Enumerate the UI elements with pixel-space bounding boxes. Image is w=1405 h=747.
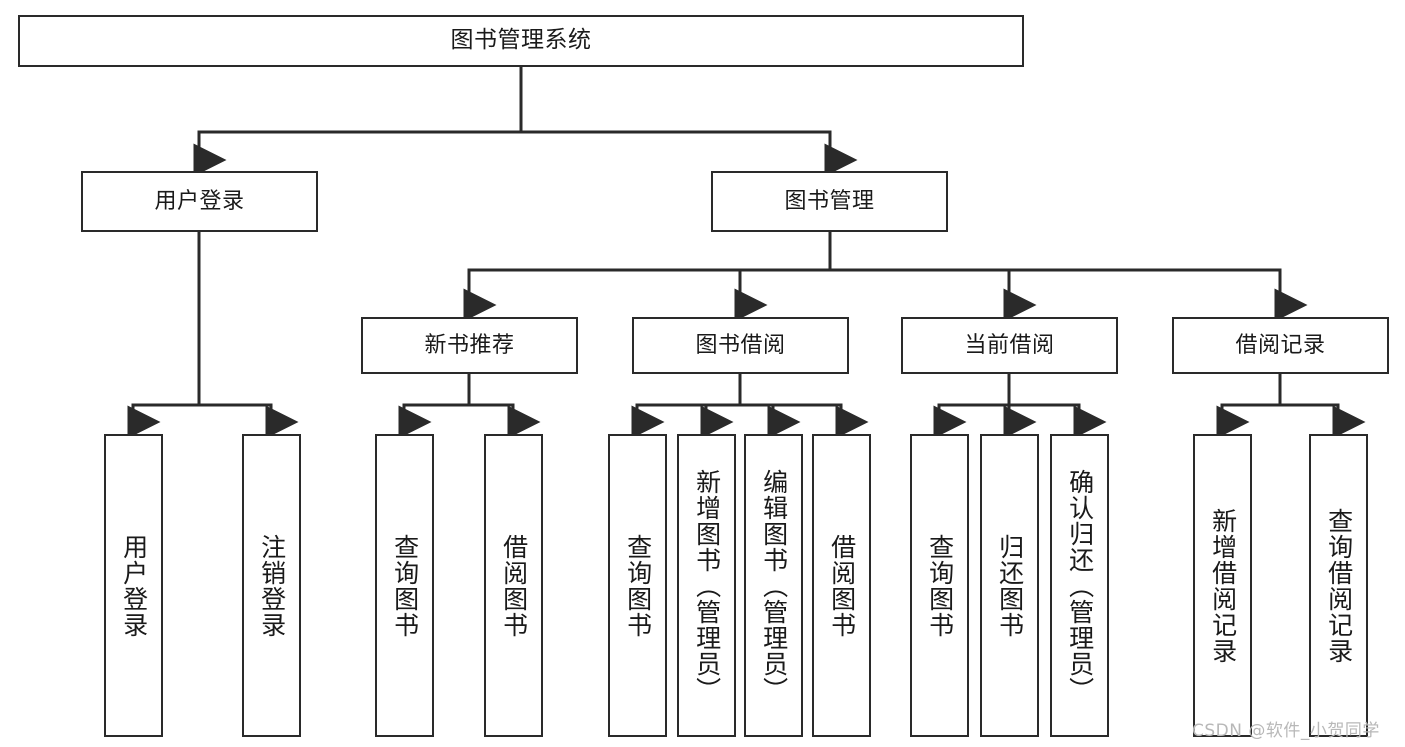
leaf-query-book-borrow[interactable]: 查询图书 [608, 434, 667, 737]
leaf-borrow-book-label: 借阅图书 [827, 533, 857, 638]
leaf-edit-book-admin-label: 编辑图书（管理员） [759, 468, 789, 703]
leaf-query-book-borrow-label: 查询图书 [623, 533, 653, 638]
node-user-login-label: 用户登录 [154, 188, 245, 214]
leaf-add-book-admin-label: 新增图书（管理员） [692, 468, 722, 703]
node-new-book-recommendation[interactable]: 新书推荐 [361, 317, 578, 374]
leaf-return-book[interactable]: 归还图书 [980, 434, 1039, 737]
node-current-borrow[interactable]: 当前借阅 [901, 317, 1118, 374]
leaf-borrow-book-rec-label: 借阅图书 [499, 533, 529, 638]
leaf-add-borrow-record-label: 新增借阅记录 [1208, 507, 1238, 664]
node-borrow-record-label: 借阅记录 [1235, 332, 1326, 358]
leaf-confirm-return-admin-label: 确认归还（管理员） [1065, 468, 1095, 703]
leaf-query-book-rec[interactable]: 查询图书 [375, 434, 434, 737]
leaf-borrow-book[interactable]: 借阅图书 [812, 434, 871, 737]
leaf-query-borrow-record-label: 查询借阅记录 [1324, 507, 1354, 664]
node-root-system[interactable]: 图书管理系统 [18, 15, 1024, 67]
leaf-logout[interactable]: 注销登录 [242, 434, 301, 737]
csdn-watermark: CSDN @软件_小贺同学 [1192, 721, 1380, 741]
leaf-query-book-current-label: 查询图书 [925, 533, 955, 638]
leaf-query-book-rec-label: 查询图书 [390, 533, 420, 638]
node-book-borrow-label: 图书借阅 [695, 332, 786, 358]
leaf-confirm-return-admin[interactable]: 确认归还（管理员） [1050, 434, 1109, 737]
leaf-user-login[interactable]: 用户登录 [104, 434, 163, 737]
node-book-management-label: 图书管理 [784, 188, 875, 214]
node-borrow-record[interactable]: 借阅记录 [1172, 317, 1389, 374]
node-book-borrow[interactable]: 图书借阅 [632, 317, 849, 374]
leaf-return-book-label: 归还图书 [995, 533, 1025, 638]
node-root-label: 图书管理系统 [450, 27, 592, 54]
node-user-login[interactable]: 用户登录 [81, 171, 318, 232]
node-current-borrow-label: 当前借阅 [964, 332, 1055, 358]
leaf-query-book-current[interactable]: 查询图书 [910, 434, 969, 737]
leaf-edit-book-admin[interactable]: 编辑图书（管理员） [744, 434, 803, 737]
leaf-user-login-label: 用户登录 [119, 533, 149, 638]
leaf-add-book-admin[interactable]: 新增图书（管理员） [677, 434, 736, 737]
node-book-management[interactable]: 图书管理 [711, 171, 948, 232]
leaf-logout-label: 注销登录 [257, 533, 287, 638]
leaf-query-borrow-record[interactable]: 查询借阅记录 [1309, 434, 1368, 737]
leaf-borrow-book-rec[interactable]: 借阅图书 [484, 434, 543, 737]
node-new-book-recommendation-label: 新书推荐 [424, 332, 515, 358]
leaf-add-borrow-record[interactable]: 新增借阅记录 [1193, 434, 1252, 737]
